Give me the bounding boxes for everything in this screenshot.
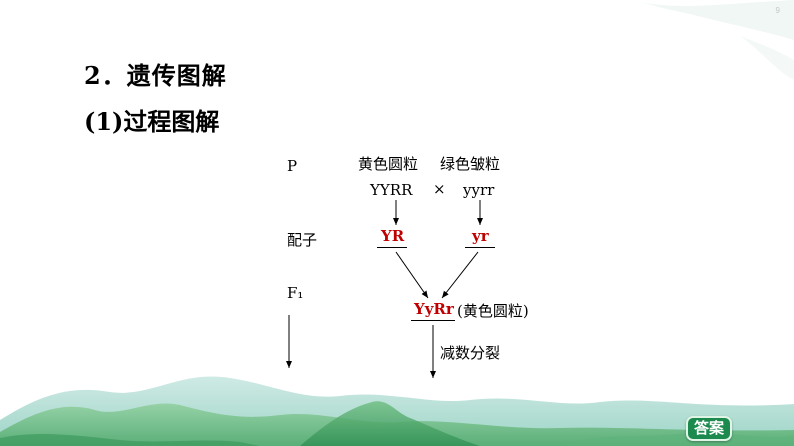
page-number: 9 <box>775 6 780 15</box>
parent1-phenotype: 黄色圆粒 <box>358 155 419 173</box>
process-label: 减数分裂 <box>440 344 501 362</box>
section-heading: 2．遗传图解 <box>84 61 227 90</box>
f1-underline <box>411 320 455 321</box>
parent2-phenotype: 绿色皱粒 <box>440 155 501 173</box>
f1-phenotype: (黄色圆粒) <box>457 302 529 320</box>
row-label-parents: P <box>287 157 298 175</box>
arrow-gamete2-to-f1 <box>441 251 479 299</box>
gamete2-underline <box>465 247 495 248</box>
gamete1: YR <box>381 227 405 245</box>
parent2-genotype: yyrr <box>463 181 495 199</box>
row-label-gametes: 配子 <box>287 231 318 249</box>
parent1-genotype: YYRR <box>370 181 413 199</box>
answer-button[interactable]: 答案 <box>686 416 732 441</box>
arrow-gamete1-to-f1 <box>395 251 429 299</box>
row-label-f1: F₁ <box>287 284 304 302</box>
subsection-heading: (1)过程图解 <box>84 107 220 136</box>
cross-symbol: × <box>433 180 446 198</box>
gamete1-underline <box>377 247 407 248</box>
f1-genotype: YyRr <box>414 300 454 318</box>
gamete2: yr <box>472 227 489 245</box>
